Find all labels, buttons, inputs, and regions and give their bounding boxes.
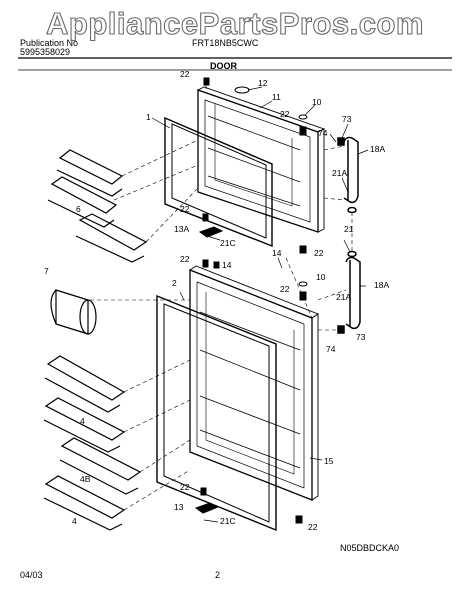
callout-1: 1	[146, 112, 151, 122]
callout-22: 22	[280, 109, 290, 119]
fresh-food-door-gasket	[156, 294, 277, 532]
callout-22: 22	[180, 204, 190, 214]
callout-13A: 13A	[174, 224, 189, 234]
fresh-food-handle	[337, 250, 361, 334]
screw-icon	[213, 261, 220, 269]
callout-10: 10	[316, 272, 326, 282]
callout-21A: 21A	[336, 292, 351, 302]
screw-icon	[202, 213, 209, 222]
screw-icon	[202, 259, 209, 268]
callout-leaders	[151, 86, 369, 523]
section-title: DOOR	[210, 61, 237, 71]
hinge-bushing-icon	[194, 502, 220, 514]
callout-73: 73	[356, 332, 366, 342]
callout-21C: 21C	[220, 516, 236, 526]
callout-11: 11	[272, 92, 281, 102]
hinge-parts-top	[198, 77, 308, 254]
callout-6: 6	[76, 204, 81, 214]
callout-73: 73	[342, 114, 352, 124]
dairy-bin	[50, 289, 97, 335]
callout-74: 74	[326, 344, 336, 354]
screw-icon	[299, 291, 307, 301]
callout-21: 21	[344, 224, 354, 234]
callout-10: 10	[312, 97, 322, 107]
callout-12: 12	[258, 78, 268, 88]
callout-21A: 21A	[332, 168, 347, 178]
freezer-door-gasket	[164, 116, 273, 248]
hinge-bushing-icon	[198, 226, 224, 238]
site-watermark: AppliancePartsPros.com	[45, 5, 424, 41]
model-number: FRT18NB5CWC	[192, 38, 259, 48]
freezer-door-shelf	[47, 149, 148, 263]
callout-13: 13	[174, 502, 184, 512]
screw-icon	[203, 77, 210, 86]
callout-14: 14	[222, 260, 232, 270]
callout-labels: 1 22 12 11 10 22 74 73 18A 21A 6 22 13A …	[44, 69, 389, 532]
callout-18A: 18A	[370, 144, 385, 154]
callout-2: 2	[172, 278, 177, 288]
callout-22: 22	[180, 69, 190, 79]
drawing-code: N05DBDCKA0	[340, 543, 400, 553]
callout-22: 22	[180, 254, 190, 264]
screw-icon	[299, 245, 307, 254]
publication-label: Publication No	[20, 38, 79, 48]
callout-18A: 18A	[374, 280, 389, 290]
callout-14: 14	[272, 248, 282, 258]
freezer-door-assembly	[196, 86, 326, 233]
callout-7: 7	[44, 266, 49, 276]
hinge-pin-cover-icon	[234, 86, 250, 94]
fresh-food-door-shelf	[43, 355, 142, 531]
washer-icon	[298, 281, 308, 287]
assembly-guide-lines	[90, 85, 353, 511]
callout-4: 4	[80, 416, 85, 426]
revision-date: 04/03	[20, 570, 43, 580]
callout-74: 74	[318, 128, 328, 138]
callout-21C: 21C	[220, 238, 236, 248]
callout-22: 22	[180, 482, 190, 492]
screw-icon	[200, 487, 207, 496]
callout-22: 22	[280, 284, 290, 294]
screw-icon	[299, 126, 307, 136]
callout-4: 4	[72, 516, 77, 526]
callout-15: 15	[324, 456, 334, 466]
hinge-parts-bottom	[194, 259, 308, 524]
callout-22: 22	[314, 248, 324, 258]
callout-22: 22	[308, 522, 318, 532]
fresh-food-door-assembly	[189, 265, 319, 501]
publication-number: 5995358029	[20, 47, 71, 57]
callout-4B: 4B	[80, 474, 91, 484]
page-number: 2	[215, 570, 221, 580]
washer-icon	[298, 114, 308, 120]
screw-icon	[295, 515, 303, 524]
